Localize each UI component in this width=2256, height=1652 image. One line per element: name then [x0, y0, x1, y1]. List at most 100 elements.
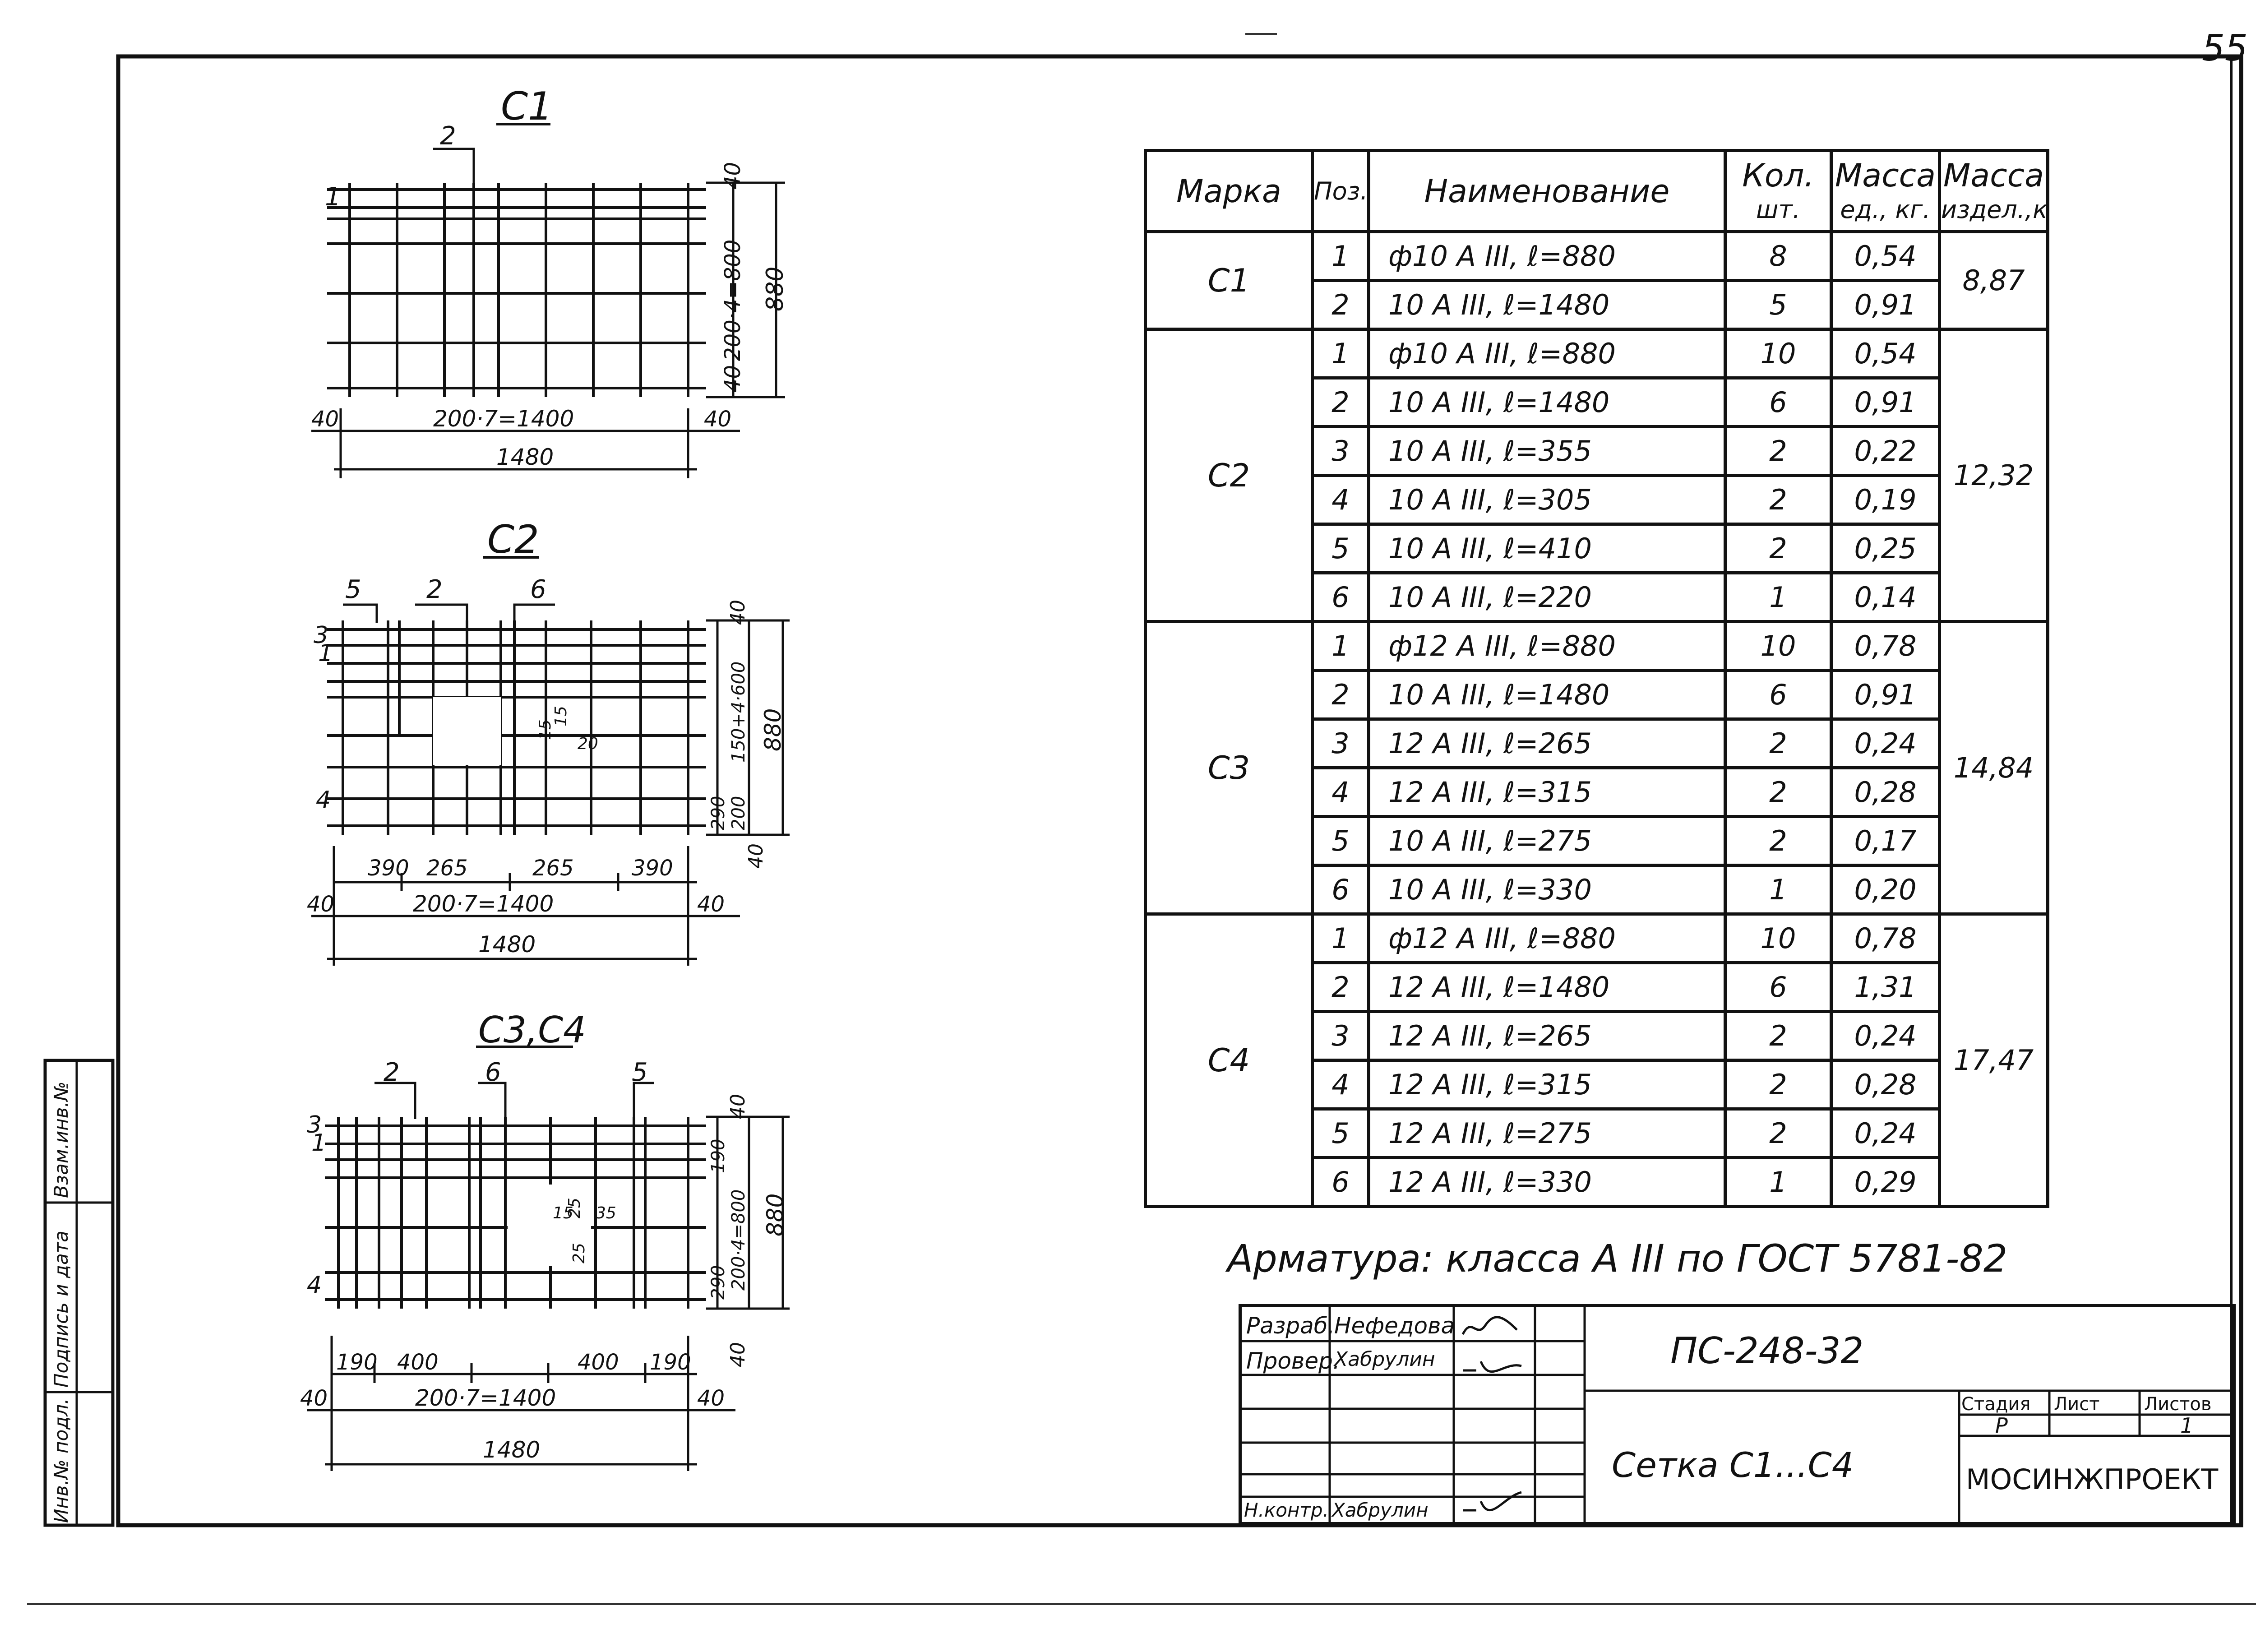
spec-name: 12 A III, ℓ=315 [1367, 766, 1727, 818]
spec-pos: 4 [1311, 1059, 1370, 1111]
sheet-label: Лист [2054, 1394, 2100, 1415]
spec-pos: 1 [1311, 620, 1370, 672]
spec-qty: 1 [1724, 571, 1833, 623]
spec-item-mass: 14,84 [1938, 620, 2049, 916]
spec-name: 10 A III, ℓ=305 [1367, 474, 1727, 526]
spec-mark: С1 [1144, 230, 1314, 331]
svg-text:190: 190 [650, 1350, 691, 1375]
spec-qty: 2 [1724, 1010, 1833, 1062]
svg-text:15: 15 [553, 1204, 573, 1222]
spec-qty: 10 [1724, 620, 1833, 672]
spec-qty: 6 [1724, 961, 1833, 1013]
spec-mark: С3 [1144, 620, 1314, 916]
svg-text:4: 4 [307, 1272, 322, 1299]
header-name: Наименование [1367, 149, 1727, 233]
spec-unit-mass: 0,91 [1830, 376, 1941, 428]
spec-qty: 2 [1724, 717, 1833, 769]
spec-qty: 2 [1724, 815, 1833, 867]
spec-qty: 2 [1724, 425, 1833, 477]
spec-unit-mass: 0,20 [1830, 864, 1941, 916]
spec-pos: 3 [1311, 717, 1370, 769]
spec-qty: 2 [1724, 474, 1833, 526]
spec-unit-mass: 0,91 [1830, 669, 1941, 721]
spec-name: 10 A III, ℓ=410 [1367, 523, 1727, 574]
svg-text:265: 265 [532, 856, 574, 881]
spec-name: 12 A III, ℓ=275 [1367, 1107, 1727, 1159]
spec-pos: 5 [1311, 1107, 1370, 1159]
spec-name: 10 A III, ℓ=355 [1367, 425, 1727, 477]
spec-pos: 6 [1311, 1156, 1370, 1208]
spec-qty: 6 [1724, 376, 1833, 428]
spec-pos: 2 [1311, 279, 1370, 331]
svg-text:35: 35 [596, 1204, 616, 1222]
spec-pos: 6 [1311, 571, 1370, 623]
spec-unit-mass: 0,22 [1830, 425, 1941, 477]
organization: МОСИНЖПРОЕКТ [1966, 1463, 2219, 1496]
spec-qty: 10 [1724, 912, 1833, 964]
name-checker: Хабрулин [1334, 1348, 1435, 1371]
spec-qty: 2 [1724, 523, 1833, 574]
drawing-c3-c4: С3,С4 2 6 5 [300, 1009, 790, 1471]
svg-text:5: 5 [632, 1058, 648, 1087]
svg-text:390: 390 [632, 856, 673, 881]
spec-qty: 2 [1724, 766, 1833, 818]
svg-text:40: 40 [307, 892, 334, 917]
spec-qty: 2 [1724, 1107, 1833, 1159]
name-developer: Нефедова [1334, 1313, 1455, 1339]
spec-unit-mass: 0,19 [1830, 474, 1941, 526]
spec-item-mass: 17,47 [1938, 912, 2049, 1208]
spec-pos: 4 [1311, 766, 1370, 818]
drawing-c3c4-title: С3,С4 [478, 1009, 586, 1051]
svg-text:200·7=1400: 200·7=1400 [433, 406, 574, 432]
svg-text:1: 1 [325, 182, 341, 212]
stamp-sign-label: Подпись и дата [50, 1231, 72, 1388]
svg-text:290: 290 [708, 796, 729, 830]
reinforcement-note: Арматура: класса A III по ГОСТ 5781-82 [1227, 1236, 2008, 1281]
stamp-inv-label: Инв.№ подл. [50, 1398, 72, 1523]
svg-text:40: 40 [697, 1386, 725, 1411]
sheets-value: 1 [2180, 1413, 2194, 1438]
spec-name: 12 A III, ℓ=265 [1367, 1010, 1727, 1062]
spec-unit-mass: 0,24 [1830, 717, 1941, 769]
svg-text:1480: 1480 [496, 444, 554, 470]
role-norm-control: Н.контр. [1244, 1499, 1329, 1521]
sheet-frame [116, 54, 2243, 1527]
c1-mesh [327, 183, 706, 397]
spec-name: 10 A III, ℓ=330 [1367, 864, 1727, 916]
svg-text:40: 40 [744, 843, 767, 869]
svg-text:1480: 1480 [483, 1437, 540, 1463]
svg-text:190: 190 [708, 1139, 729, 1173]
spec-qty: 8 [1724, 230, 1833, 282]
svg-text:2: 2 [384, 1058, 400, 1087]
spec-name: ф12 A III, ℓ=880 [1367, 912, 1727, 964]
svg-text:40: 40 [697, 892, 725, 917]
svg-text:200·7=1400: 200·7=1400 [413, 891, 554, 917]
spec-name: 12 A III, ℓ=315 [1367, 1059, 1727, 1111]
document-code: ПС-248-32 [1670, 1330, 1864, 1372]
spec-unit-mass: 0,91 [1830, 279, 1941, 331]
spec-unit-mass: 0,14 [1830, 571, 1941, 623]
svg-text:40: 40 [720, 365, 745, 393]
svg-text:880: 880 [762, 267, 789, 311]
svg-text:2: 2 [440, 121, 456, 151]
spec-name: ф10 A III, ℓ=880 [1367, 230, 1727, 282]
svg-text:200·4=800: 200·4=800 [720, 240, 745, 361]
spec-name: 10 A III, ℓ=1480 [1367, 669, 1727, 721]
svg-text:290: 290 [708, 1265, 729, 1300]
role-checker: Провер. [1246, 1348, 1340, 1374]
spec-pos: 5 [1311, 815, 1370, 867]
spec-unit-mass: 0,78 [1830, 620, 1941, 672]
spec-pos: 6 [1311, 864, 1370, 916]
svg-text:15: 15 [536, 719, 555, 740]
svg-text:390: 390 [368, 856, 409, 881]
